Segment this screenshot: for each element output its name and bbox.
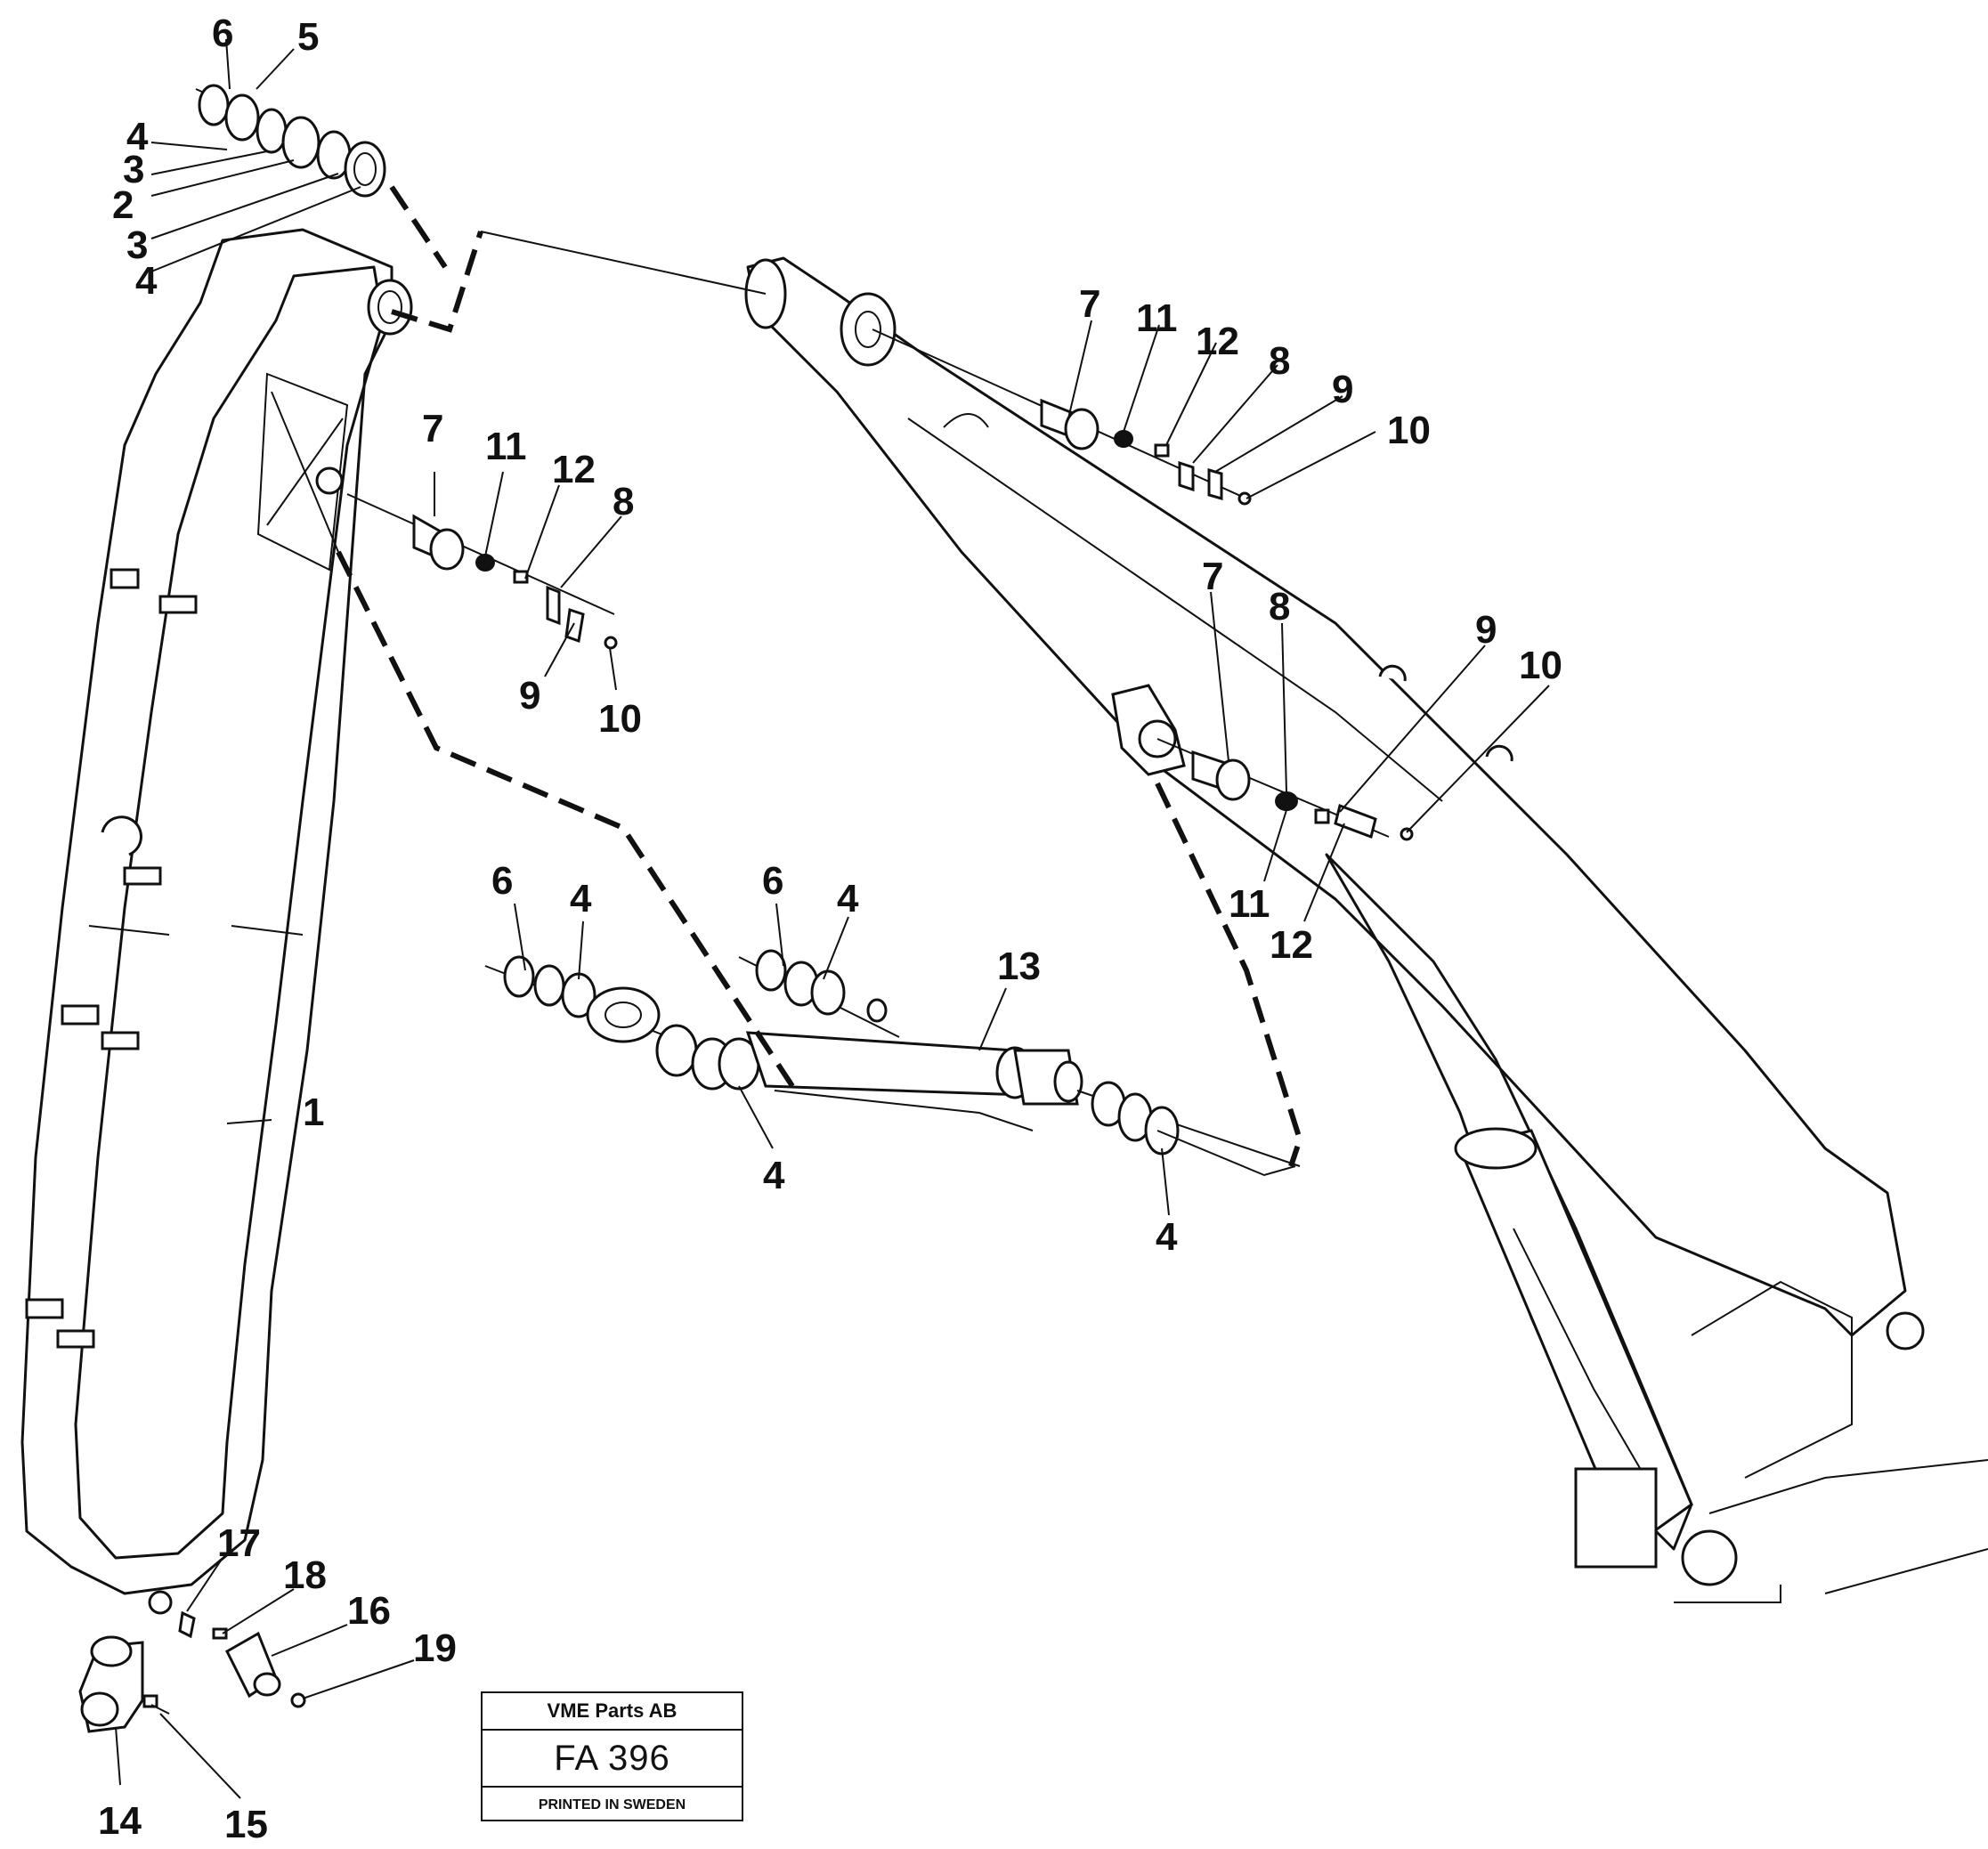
pin-set-a <box>346 493 618 650</box>
callout-10: 10 <box>598 697 642 741</box>
callout-6: 6 <box>212 12 233 55</box>
callout-labels: 6 5 4 3 2 3 4 7 11 12 8 9 10 7 11 12 8 9… <box>98 12 1562 1846</box>
printed-note: PRINTED IN SWEDEN <box>538 1797 686 1813</box>
callout-4: 4 <box>126 115 149 158</box>
callout-3: 3 <box>126 223 148 267</box>
callout-7: 7 <box>1202 555 1223 598</box>
drawing-code: FA 396 <box>483 1731 742 1788</box>
callout-11: 11 <box>485 425 527 468</box>
hose-clamps <box>25 568 198 1349</box>
callout-4: 4 <box>570 877 592 920</box>
callout-6: 6 <box>762 859 783 903</box>
callout-7: 7 <box>422 407 443 450</box>
company-name: VME Parts AB <box>483 1693 742 1731</box>
callout-9: 9 <box>1475 608 1497 652</box>
callout-13: 13 <box>997 945 1041 988</box>
callout-12: 12 <box>1196 320 1239 363</box>
callout-10: 10 <box>1519 644 1562 687</box>
boom-arm <box>20 228 413 1615</box>
pin-set-b <box>872 328 1252 506</box>
callout-9: 9 <box>519 674 540 718</box>
callout-9: 9 <box>1332 368 1353 411</box>
callout-4: 4 <box>1156 1215 1178 1259</box>
callout-12: 12 <box>552 448 596 491</box>
callout-6: 6 <box>491 859 513 903</box>
leader-lines <box>115 38 1550 1799</box>
title-block: VME Parts AB FA 396 PRINTED IN SWEDEN <box>481 1691 743 1821</box>
callout-8: 8 <box>1269 585 1290 628</box>
callout-8: 8 <box>613 480 634 523</box>
callout-4: 4 <box>763 1154 785 1197</box>
callout-18: 18 <box>283 1553 327 1597</box>
callout-3: 3 <box>123 148 144 191</box>
callout-15: 15 <box>224 1803 268 1846</box>
callout-12: 12 <box>1270 923 1313 967</box>
lower-pin-set <box>78 1610 306 1733</box>
top-bushing-stack <box>195 84 386 198</box>
callout-16: 16 <box>347 1589 391 1633</box>
callout-5: 5 <box>297 15 319 59</box>
callout-4: 4 <box>837 877 859 920</box>
callout-10: 10 <box>1387 409 1431 452</box>
callout-19: 19 <box>413 1626 457 1670</box>
assembly-lines <box>336 185 1303 1177</box>
callout-4: 4 <box>135 259 158 303</box>
callout-17: 17 <box>217 1521 261 1565</box>
machine-assembly <box>744 256 1988 1603</box>
cylinder-assembly <box>484 949 1301 1167</box>
callout-11: 11 <box>1136 296 1178 340</box>
callout-8: 8 <box>1269 339 1290 383</box>
callout-2: 2 <box>112 183 134 227</box>
callout-7: 7 <box>1079 282 1100 326</box>
callout-14: 14 <box>98 1799 142 1843</box>
callout-1: 1 <box>303 1091 324 1134</box>
callout-11: 11 <box>1229 882 1270 926</box>
